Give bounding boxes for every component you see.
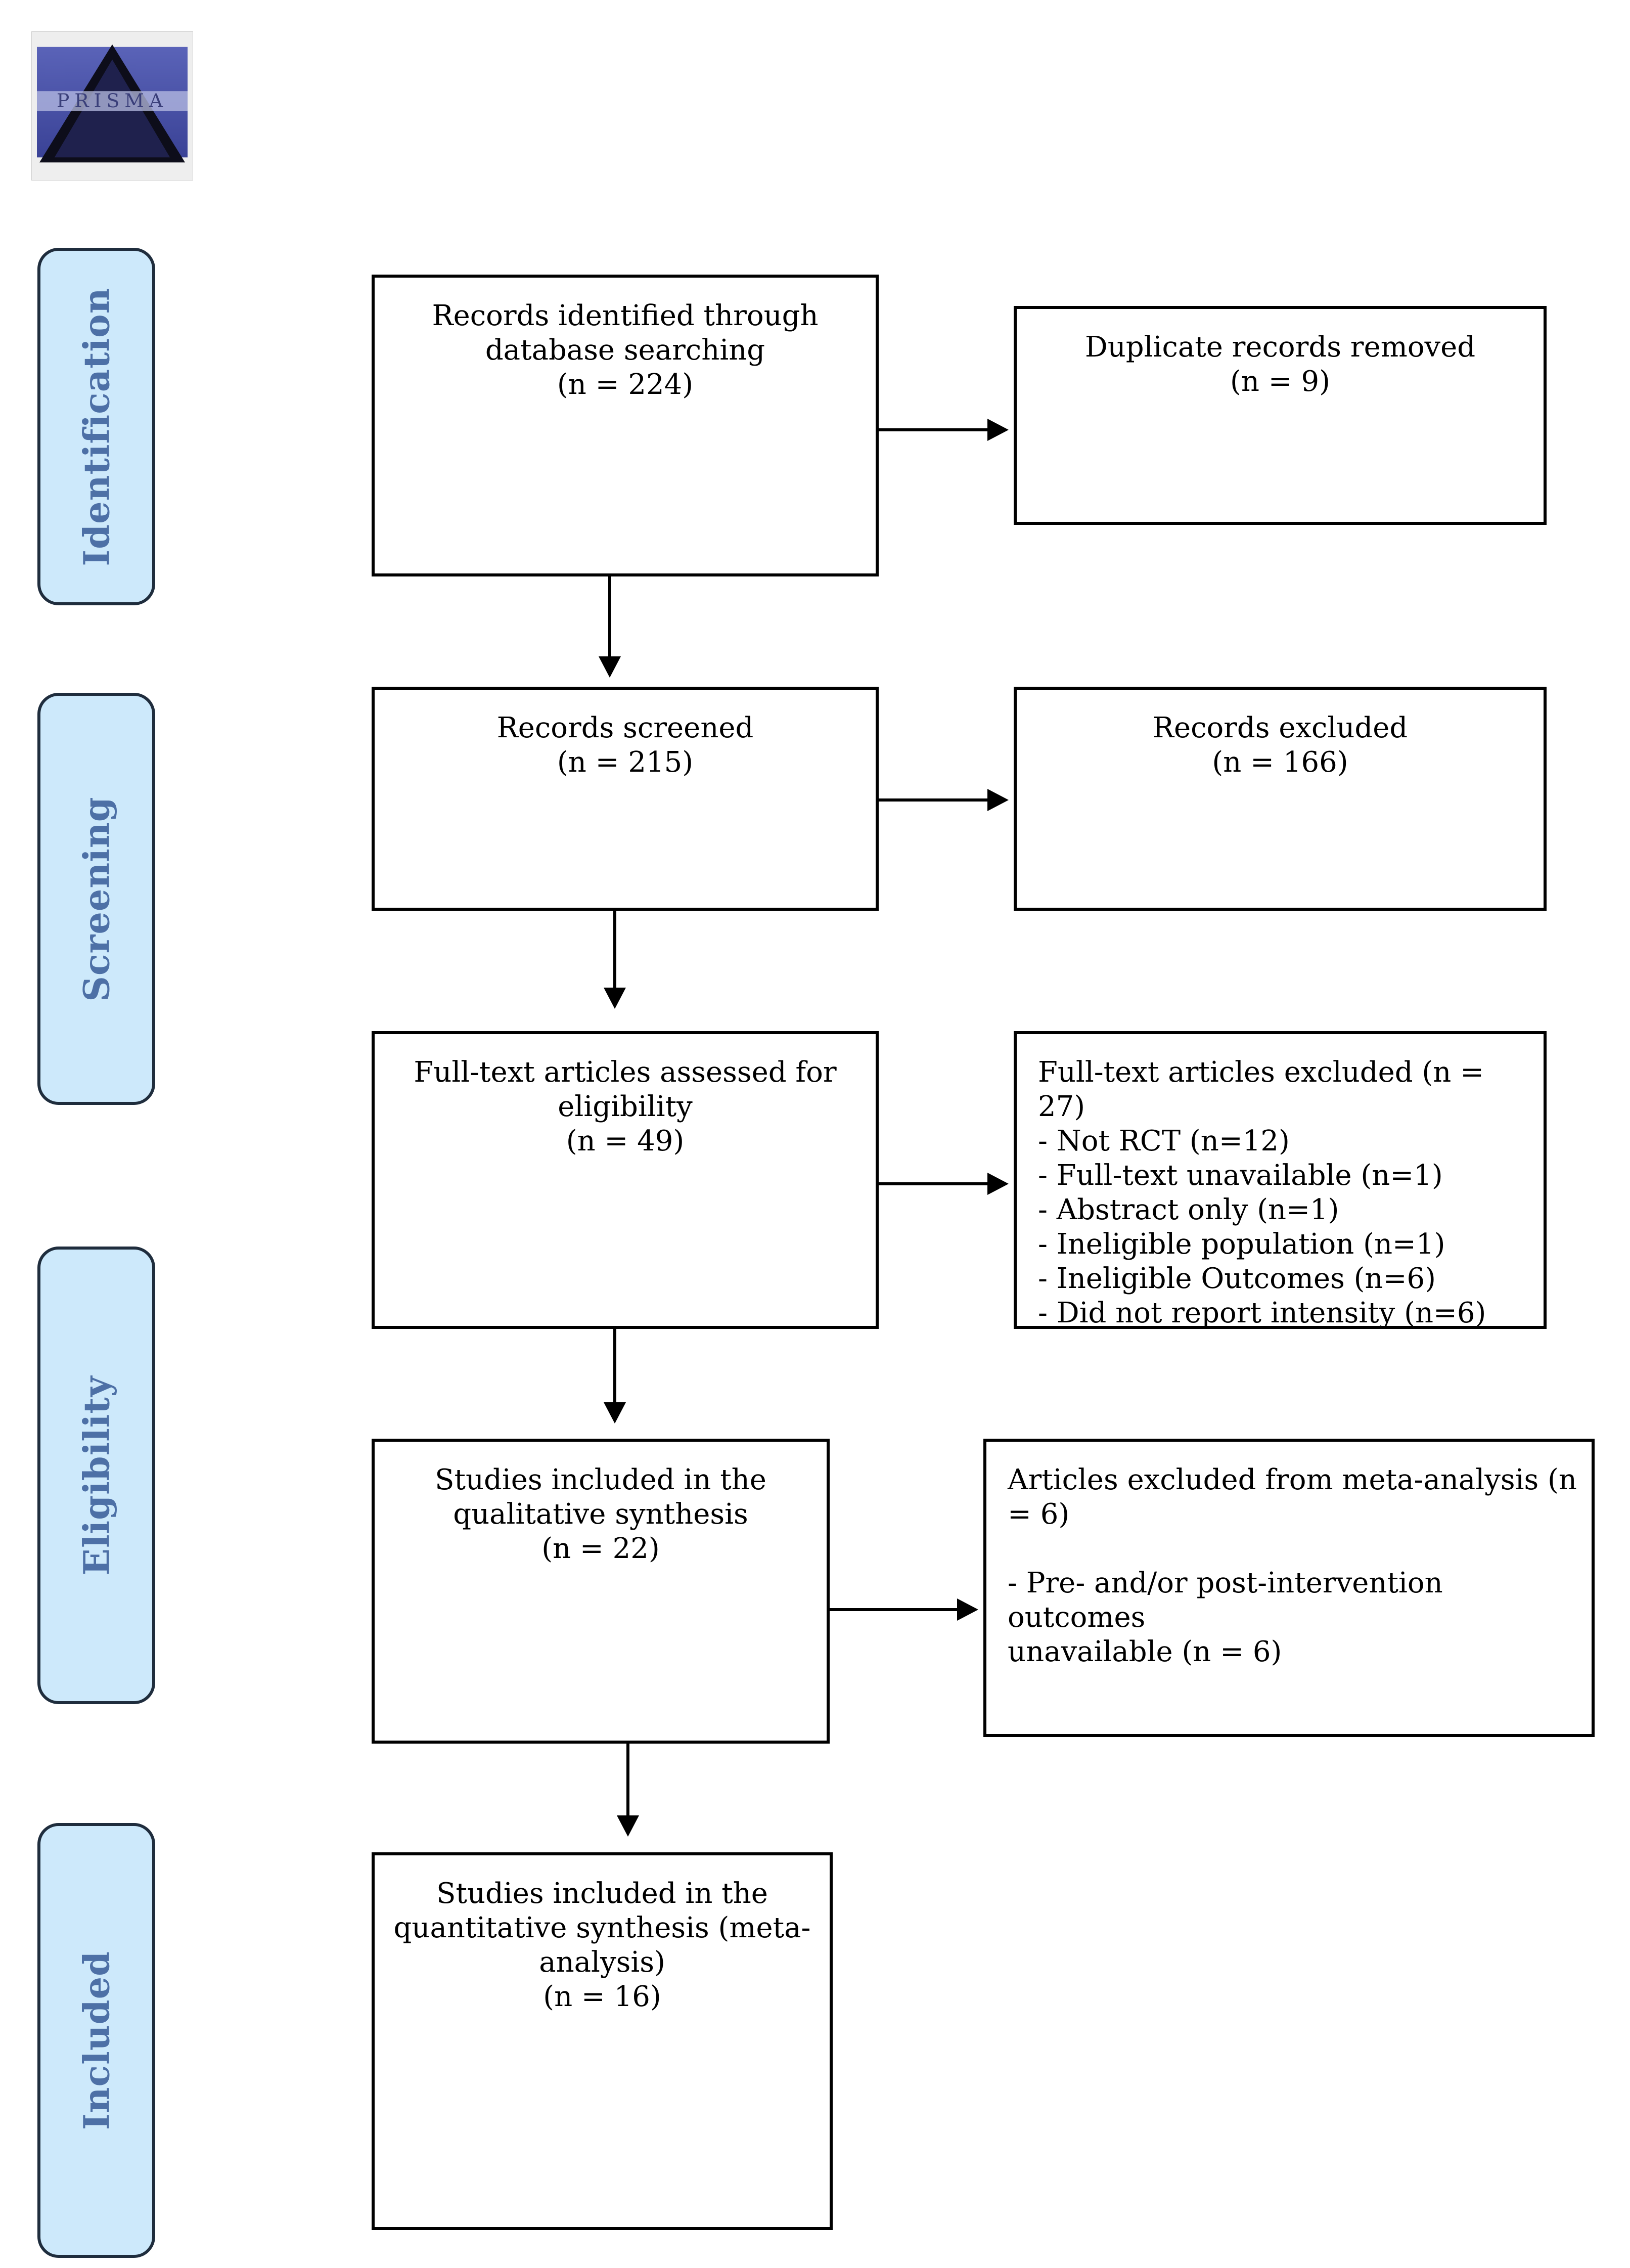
arrow-to-fulltext-excluded [879,1173,1009,1195]
box-line: - Ineligible population (n=1) [1038,1228,1445,1261]
arrow-to-duplicates [879,419,1009,441]
box-line: - Not RCT (n=12) [1038,1125,1290,1158]
fulltext-assessed-box: Full-text articles assessed for eligibil… [372,1031,879,1329]
box-line: unavailable (n = 6) [1008,1635,1282,1668]
records-excluded-box: Records excluded (n = 166) [1014,687,1547,911]
box-line: Studies included in the [436,1877,768,1910]
box-line: Full-text articles excluded (n = 27) [1038,1056,1484,1123]
arrow-to-meta-excluded [830,1598,978,1621]
box-line: Records screened [496,711,754,744]
box-line: quantitative synthesis (meta- [393,1911,811,1944]
prisma-logo-text: PRISMA [57,90,168,112]
meta-excluded-box: Articles excluded from meta-analysis (n … [983,1439,1595,1737]
stage-included: Included [37,1823,155,2258]
box-line: - Ineligible Outcomes (n=6) [1038,1262,1436,1295]
prisma-logo-graphic: PRISMA [37,44,188,163]
records-identified-box: Records identified through database sear… [372,275,879,576]
box-line: - Full-text unavailable (n=1) [1038,1159,1443,1192]
prisma-logo: PRISMA [31,31,193,181]
stage-included-label: Included [75,1950,117,2130]
box-line: - Pre- and/or post-intervention outcomes [1008,1567,1443,1634]
box-line: qualitative synthesis [453,1498,748,1531]
box-line: Records excluded [1152,711,1408,744]
box-line: Records identified through [432,299,819,332]
box-line: (n = 22) [541,1532,660,1565]
arrow-to-qualitative [604,1329,626,1424]
arrow-to-fulltext-assessed [604,911,626,1009]
quantitative-synthesis-box: Studies included in the quantitative syn… [372,1852,833,2230]
arrow-to-quantitative [617,1744,639,1837]
stage-identification-label: Identification [75,287,117,566]
stage-screening-label: Screening [75,796,117,1002]
fulltext-excluded-box: Full-text articles excluded (n = 27) - N… [1014,1031,1547,1329]
box-line: eligibility [558,1090,693,1123]
stage-eligibility-label: Eligibility [75,1375,117,1575]
box-line: (n = 9) [1230,365,1330,398]
arrow-to-records-screened [599,576,621,678]
box-line: Duplicate records removed [1084,331,1476,364]
box-line: Articles excluded from meta-analysis (n … [1008,1463,1577,1531]
box-line: (n = 166) [1212,746,1348,779]
records-screened-box: Records screened (n = 215) [372,687,879,911]
box-line: (n = 49) [566,1125,685,1158]
arrow-to-records-excluded [879,789,1009,811]
box-line [1008,1532,1581,1566]
qualitative-synthesis-box: Studies included in the qualitative synt… [372,1439,830,1744]
stage-eligibility: Eligibility [37,1247,155,1704]
box-line: Studies included in the [435,1463,766,1496]
box-line: - Did not report intensity (n=6) [1038,1297,1486,1329]
box-line: - Abstract only (n=1) [1038,1193,1339,1226]
box-line: (n = 215) [557,746,694,779]
box-line: (n = 224) [557,368,694,401]
duplicates-removed-box: Duplicate records removed (n = 9) [1014,306,1547,525]
box-line: database searching [485,334,765,367]
stage-screening: Screening [37,693,155,1105]
box-line: Full-text articles assessed for [414,1056,837,1089]
stage-identification: Identification [37,248,155,605]
box-line: (n = 16) [543,1980,661,2013]
box-line: analysis) [539,1946,665,1979]
